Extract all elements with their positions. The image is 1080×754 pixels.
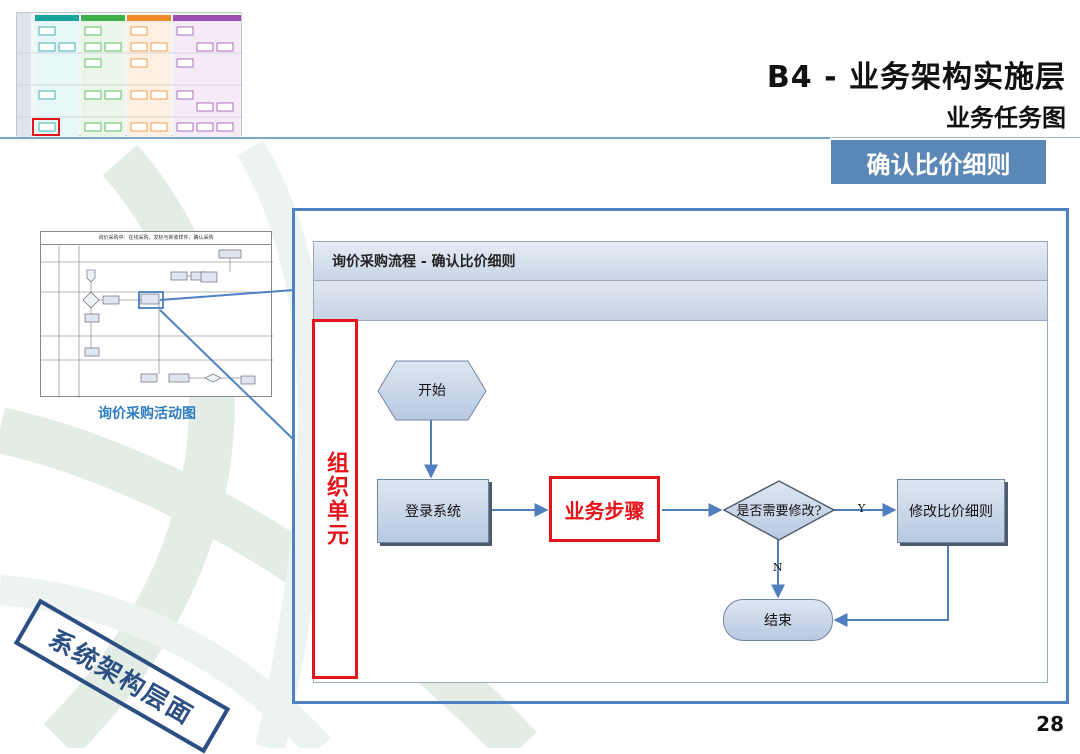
page-subtitle: 业务任务图 [946,104,1066,132]
activity-thumbnail [40,231,273,398]
yes-edge-label: Y [858,502,866,515]
section-tag: 确认比价细则 [831,140,1046,184]
activity-thumbnail-caption: 询价采购活动图 [98,406,196,422]
end-node: 结束 [723,599,833,641]
detail-frame [292,208,1069,704]
overview-thumbnail-graphic [17,13,243,137]
lane-header-band [313,281,1048,321]
header-divider-right [830,137,1080,138]
decision-label: 是否需要修改? [736,503,822,519]
business-step-box: 业务步骤 [549,476,660,542]
header-divider [0,137,830,139]
modify-rules-box: 修改比价细则 [897,479,1005,543]
start-node [377,360,487,421]
page-title: B4 - 业务架构实施层 [766,60,1066,95]
no-edge-label: N [773,561,783,574]
lane-title: 询价采购流程 - 确认比价细则 [313,241,1048,281]
overview-thumbnail [16,12,243,137]
activity-thumbnail-graphic [41,246,273,398]
decision-diamond [722,480,836,541]
org-unit-lane: 组织单元 [312,319,358,679]
activity-thumbnail-header: 询价采购中：在线采购，发标与新收样件，确认采购 [40,231,272,245]
start-label: 开始 [418,383,446,399]
login-box: 登录系统 [377,479,489,543]
page-number: 28 [1036,712,1064,736]
